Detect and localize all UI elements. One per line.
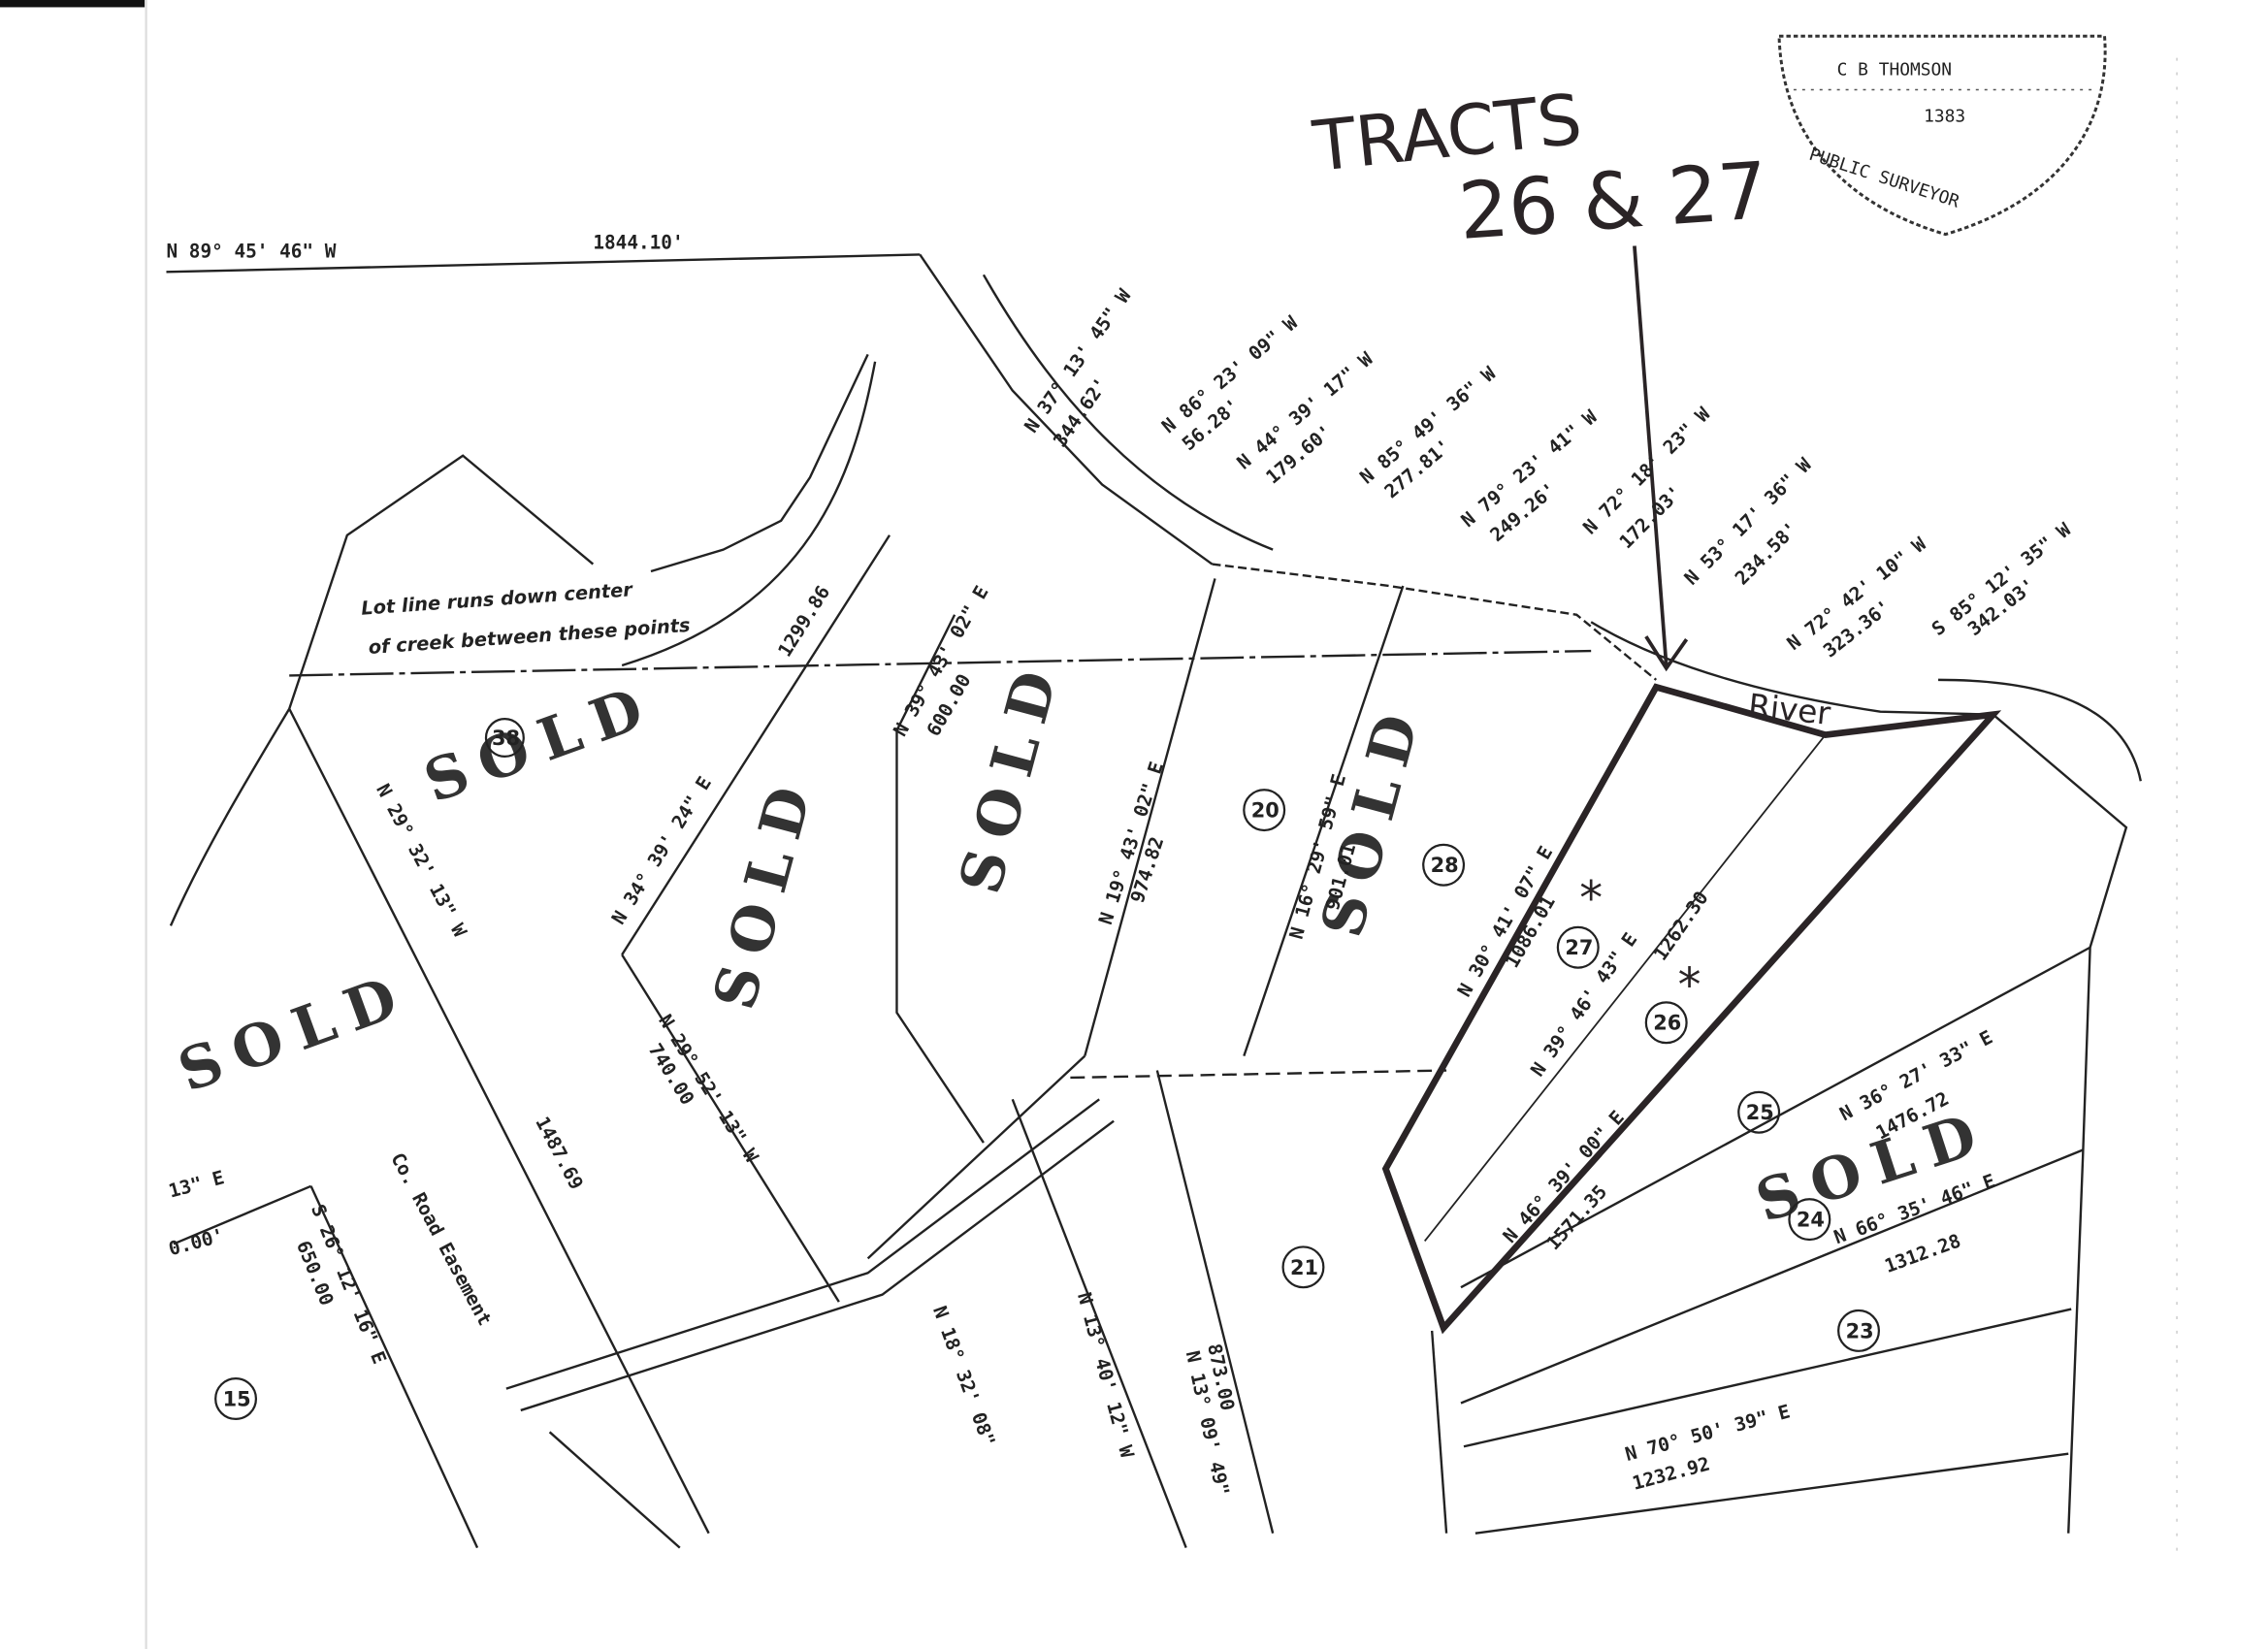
tract-number: 25 [1746, 1101, 1774, 1124]
tract-number: 23 [1846, 1319, 1874, 1342]
tract-number: 38 [492, 727, 520, 750]
tract-number: 24 [1797, 1209, 1825, 1232]
tract-number: 26 [1653, 1012, 1681, 1035]
arrow-icon [1633, 245, 1689, 672]
top-line-distance: 1844.10' [593, 231, 683, 253]
river-label: River [1746, 687, 1832, 732]
tracts-26-27-outline [1381, 683, 2002, 1335]
tract-numbers: 38 20 28 27 26 25 24 23 21 15 [214, 718, 1881, 1421]
seal-number: 1383 [1924, 106, 1965, 126]
asterisk-icon: * [1579, 872, 1603, 925]
asterisk-icon: * [1678, 959, 1701, 1013]
boundary-lines [166, 253, 2142, 1549]
scan-edge [0, 0, 146, 8]
tract-number: 20 [1251, 799, 1280, 823]
seal-name: C B THOMSON [1837, 60, 1952, 81]
tract-number: 21 [1290, 1256, 1318, 1279]
top-line-bearing: N 89° 45' 46" W [166, 240, 336, 262]
annotation-tract-numbers: 26 & 27 [1456, 145, 1771, 257]
tract-number: 28 [1431, 854, 1459, 877]
tract-number: 27 [1565, 936, 1593, 959]
tract-number: 15 [223, 1387, 251, 1410]
